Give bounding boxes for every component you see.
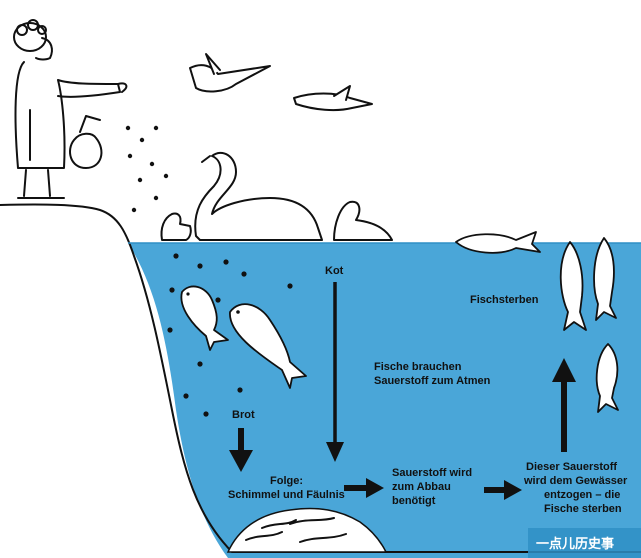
arrow-icon (344, 478, 384, 498)
label-abbau-line2: zum Abbau (392, 481, 451, 493)
arrow-icon (229, 428, 253, 472)
label-kot: Kot (325, 265, 344, 277)
watermark-bg (528, 528, 641, 558)
label-brot: Brot (232, 409, 255, 421)
bread-bag-icon (69, 115, 103, 169)
label-fische-line2: Sauerstoff zum Atmen (374, 375, 491, 387)
label-entzogen-line2: wird dem Gewässer (523, 475, 628, 487)
duck-icon (160, 212, 192, 241)
arrow-icon (484, 480, 522, 500)
label-folge-line2: Schimmel und Fäulnis (228, 489, 345, 501)
label-fische-line1: Fische brauchen (374, 361, 462, 373)
shore-line (0, 203, 641, 553)
fish-icon (455, 231, 541, 254)
swan-icon (194, 151, 323, 241)
fish-icon (559, 241, 587, 331)
fish-icon (593, 237, 617, 321)
seagull-icon (189, 53, 271, 93)
fish-icon (180, 285, 229, 351)
woman-feeding-icon (13, 19, 128, 199)
label-folge-line1: Folge: (270, 475, 303, 487)
bread-crumbs (125, 125, 293, 417)
label-entzogen-line4: Fische sterben (544, 503, 622, 515)
label-fischsterben: Fischsterben (470, 294, 539, 306)
label-abbau-line3: benötigt (392, 495, 436, 507)
sludge-icon (226, 507, 388, 553)
fish-icon (595, 343, 619, 413)
arrow-icon (326, 282, 344, 462)
label-entzogen-line3: entzogen – die (544, 489, 620, 501)
duck-icon (333, 200, 393, 241)
watermark-text: 一点儿历史事 (536, 536, 614, 552)
seagull-icon (293, 85, 373, 112)
fish-icon (229, 303, 307, 389)
arrow-icon (552, 358, 576, 452)
label-abbau-line1: Sauerstoff wird (392, 467, 472, 479)
label-entzogen-line1: Dieser Sauerstoff (526, 461, 617, 473)
